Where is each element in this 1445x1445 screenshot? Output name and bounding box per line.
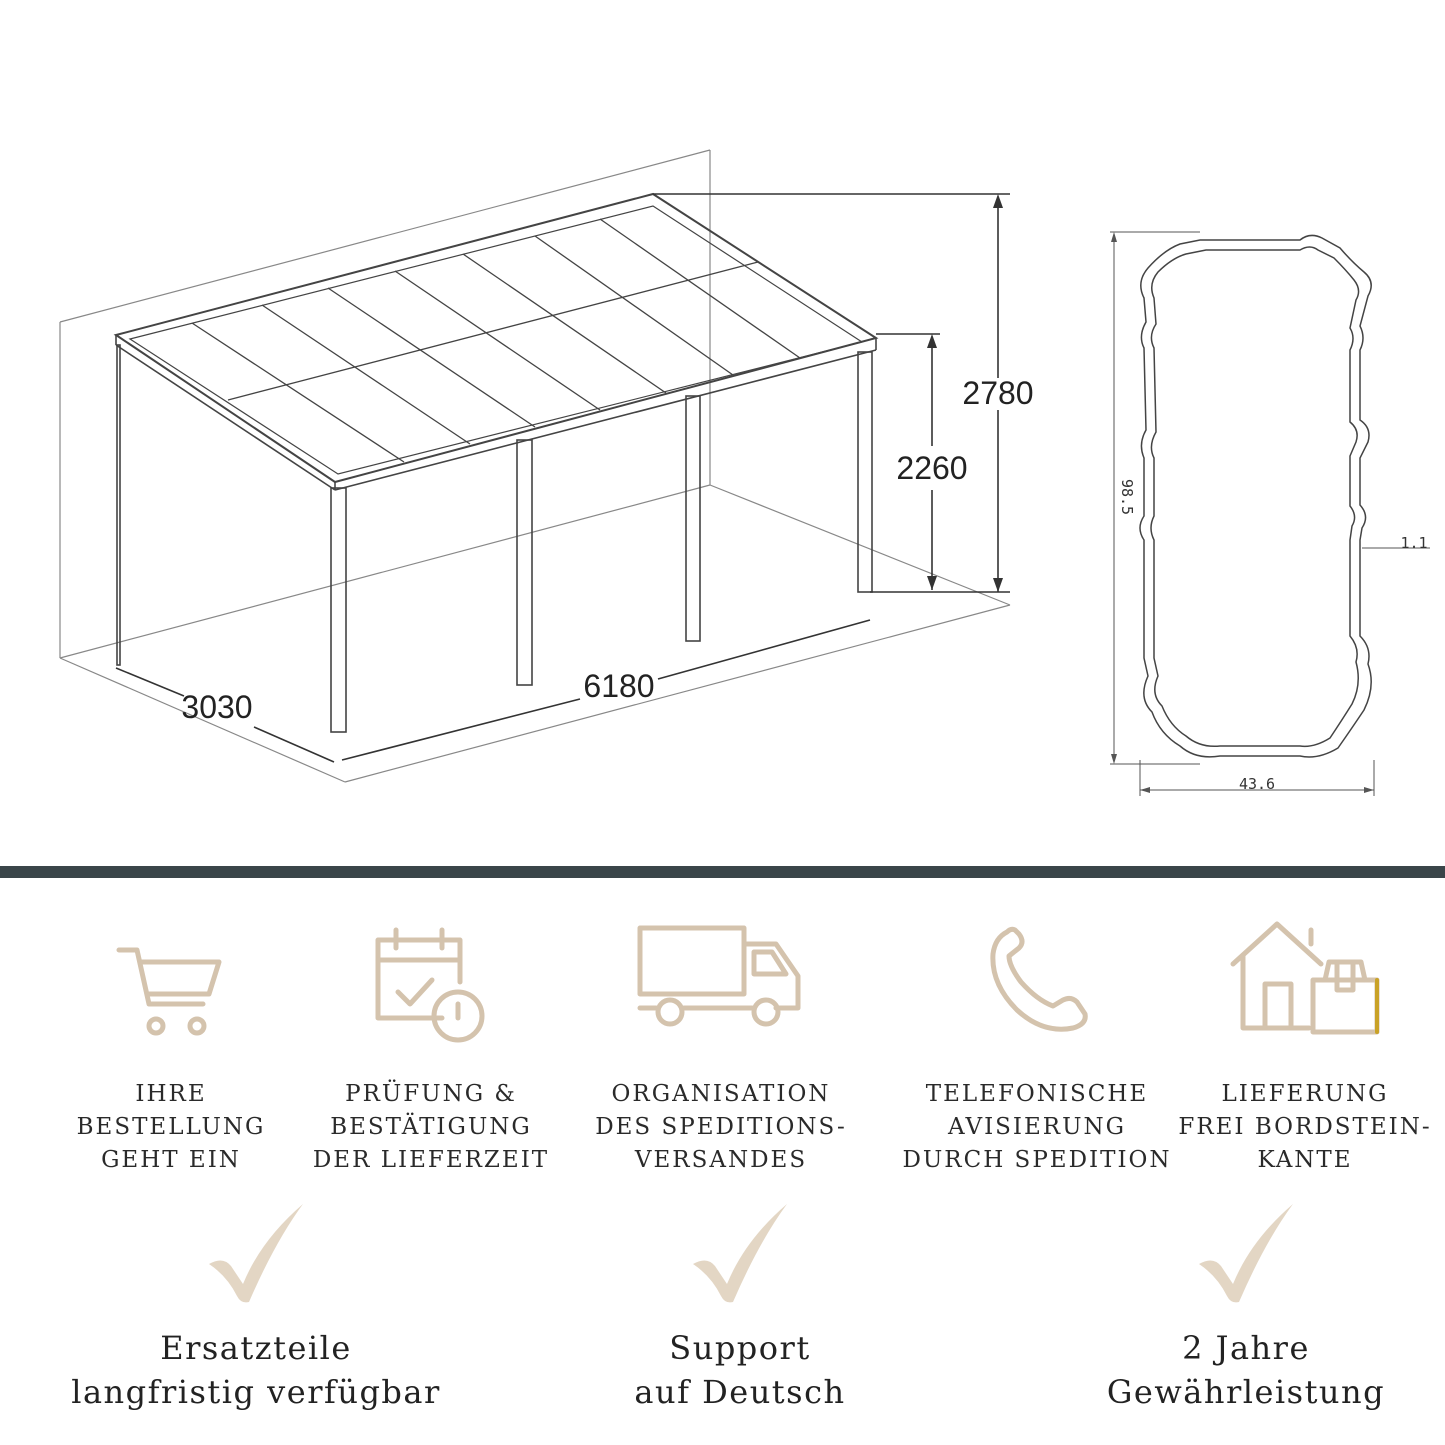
- step-phone-notification: TELEFONISCHE AVISIERUNG DURCH SPEDITION: [902, 920, 1172, 1200]
- step-label: LIEFERUNG FREI BORDSTEIN- KANTE: [1178, 1081, 1432, 1173]
- benefit-german-support: Support auf Deutsch: [520, 1200, 960, 1420]
- checkmark-icon: [209, 1204, 303, 1303]
- step-label: IHRE BESTELLUNG GEHT EIN: [76, 1081, 266, 1173]
- roof-mid-beam: [227, 261, 759, 401]
- checkmark-icon: [1199, 1204, 1293, 1303]
- dimension-back-height: 2780: [962, 375, 1033, 411]
- benefit-text: Support auf Deutsch: [634, 1329, 846, 1411]
- step-label: PRÜFUNG & BESTÄTIGUNG DER LIEFERZEIT: [312, 1081, 550, 1173]
- wall-outline: [59, 149, 1011, 783]
- step-order-received: IHRE BESTELLUNG GEHT EIN: [36, 920, 306, 1200]
- calendar-check-icon: [375, 927, 485, 1043]
- dimension-width: 6180: [583, 668, 654, 704]
- dimension-depth: 3030: [181, 689, 252, 725]
- benefit-text: Ersatzteile langfristig verfügbar: [71, 1329, 441, 1411]
- dimension-front-height: 2260: [896, 450, 967, 486]
- step-label: ORGANISATION DES SPEDITIONS- VERSANDES: [595, 1081, 847, 1173]
- section-divider: [0, 866, 1445, 878]
- benefit-text: 2 Jahre Gewährleistung: [1106, 1329, 1386, 1411]
- step-curbside-delivery: LIEFERUNG FREI BORDSTEIN- KANTE: [1170, 920, 1440, 1200]
- house-package-icon: [1230, 921, 1380, 1035]
- step-label: TELEFONISCHE AVISIERUNG DURCH SPEDITION: [902, 1081, 1172, 1173]
- dimension-lines: [115, 193, 1010, 763]
- profile-wall-label: 1.1: [1400, 534, 1427, 552]
- step-delivery-confirmation: PRÜFUNG & BESTÄTIGUNG DER LIEFERZEIT: [296, 920, 566, 1200]
- phone-icon: [990, 926, 1088, 1032]
- profile-width-label: 43.6: [1239, 775, 1275, 793]
- pergola-technical-drawing: 3030 6180 2780 2260 98.5 43.6 1.1: [59, 149, 1430, 796]
- roof-frame: [113, 192, 879, 491]
- pergola-isometric-drawing: [59, 149, 1011, 783]
- benefit-spare-parts: Ersatzteile langfristig verfügbar: [36, 1200, 476, 1420]
- profile-height-label: 98.5: [1118, 479, 1136, 515]
- benefit-warranty: 2 Jahre Gewährleistung: [1026, 1200, 1445, 1420]
- post-profile-cross-section: [1110, 231, 1430, 796]
- shopping-cart-icon: [116, 947, 222, 1036]
- step-shipping-organisation: ORGANISATION DES SPEDITIONS- VERSANDES: [586, 920, 856, 1200]
- truck-icon: [637, 925, 801, 1027]
- checkmark-icon: [693, 1204, 787, 1303]
- support-posts: [116, 344, 873, 733]
- roof-rafters: [191, 218, 801, 463]
